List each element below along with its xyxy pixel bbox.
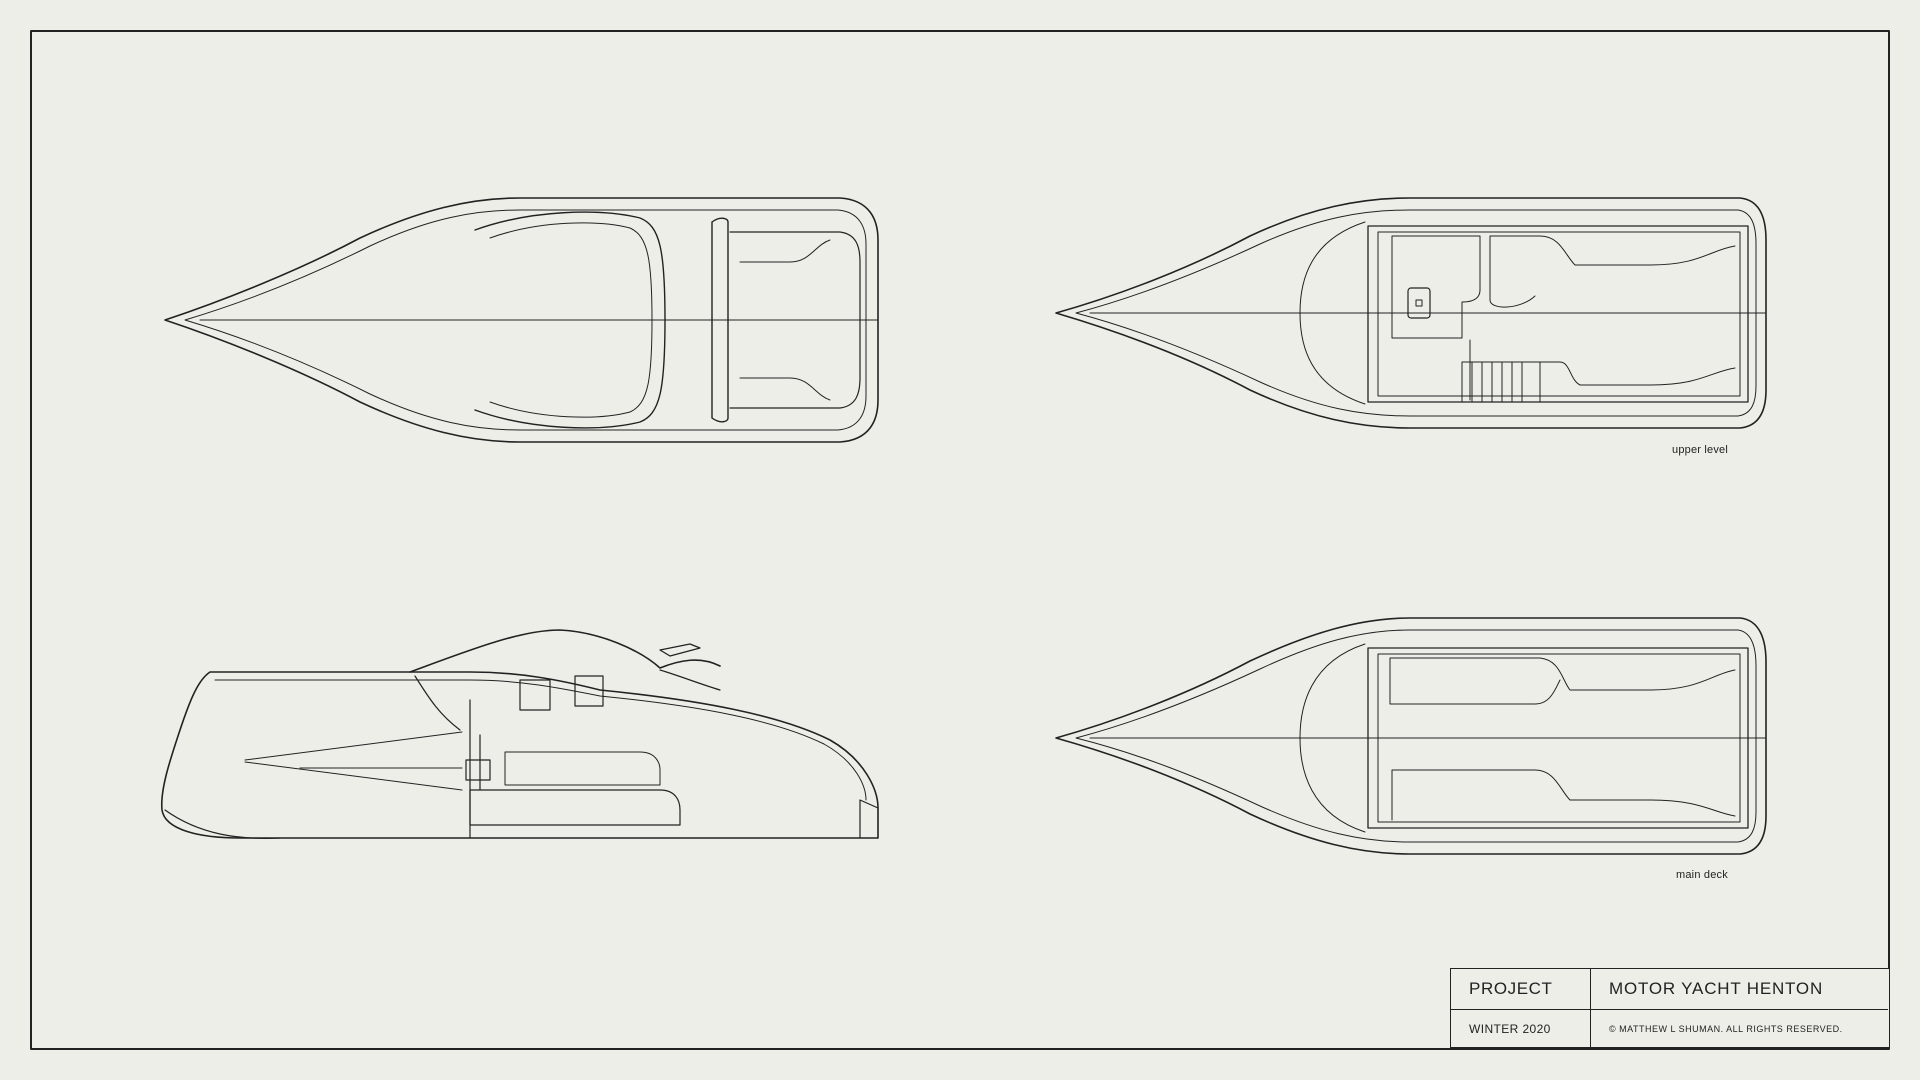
transverse-bar — [711, 217, 729, 423]
helm-switch — [1415, 299, 1423, 307]
main-cabin — [1367, 647, 1749, 829]
side-cabin-floor — [469, 789, 681, 826]
title-block-project-name: MOTOR YACHT HENTON — [1591, 969, 1888, 1010]
side-elevation — [160, 629, 879, 839]
main-deck-label: main deck — [1676, 869, 1728, 881]
aft-seat-top — [739, 239, 831, 401]
waterlines — [244, 731, 463, 791]
helm-station — [1391, 235, 1481, 339]
main-deck-curve — [1299, 643, 1366, 833]
stairs — [1461, 361, 1541, 403]
hull-inner-upper — [1075, 209, 1757, 417]
upper-cabin — [1367, 225, 1749, 403]
upper-level-label: upper level — [1672, 444, 1729, 456]
title-block-copyright: © MATTHEW L SHUMAN. ALL RIGHTS RESERVED. — [1609, 1023, 1843, 1034]
side-vertical — [465, 699, 491, 839]
keel-line — [164, 799, 879, 839]
hull-inner-main — [1075, 629, 1757, 843]
upper-cabin-inner — [1377, 231, 1741, 397]
plan-view-exterior — [164, 197, 879, 443]
main-seat-fwd — [1389, 657, 1736, 705]
deckhouse-curve — [1299, 221, 1366, 405]
hull-profile — [160, 671, 879, 839]
hull-outline-main — [1055, 617, 1767, 855]
hull-outline-upper — [1055, 197, 1767, 429]
superstructure — [409, 629, 721, 673]
canopy-inner — [489, 222, 653, 418]
title-block-date: WINTER 2020 — [1451, 1010, 1591, 1047]
hull-profile-inner — [214, 679, 867, 801]
aft-cockpit — [729, 231, 861, 409]
superstructure-lower — [414, 669, 721, 731]
sheet-border — [30, 30, 1890, 1050]
fin-bar — [659, 643, 701, 657]
main-seat-aft — [1391, 769, 1736, 821]
title-block-project-label: PROJECT — [1451, 969, 1591, 1010]
canopy-outline — [474, 211, 666, 429]
side-helm-seat — [519, 679, 551, 711]
helm-console — [1407, 287, 1431, 319]
side-console — [574, 675, 604, 707]
plan-view-upper-level — [1055, 197, 1767, 429]
title-block: PROJECT MOTOR YACHT HENTON WINTER 2020 ©… — [1450, 968, 1890, 1048]
side-bunk — [504, 751, 661, 786]
plan-view-main-deck — [1055, 617, 1767, 855]
upper-seat-fwd — [1489, 235, 1736, 308]
upper-seat-aft — [1469, 339, 1736, 401]
